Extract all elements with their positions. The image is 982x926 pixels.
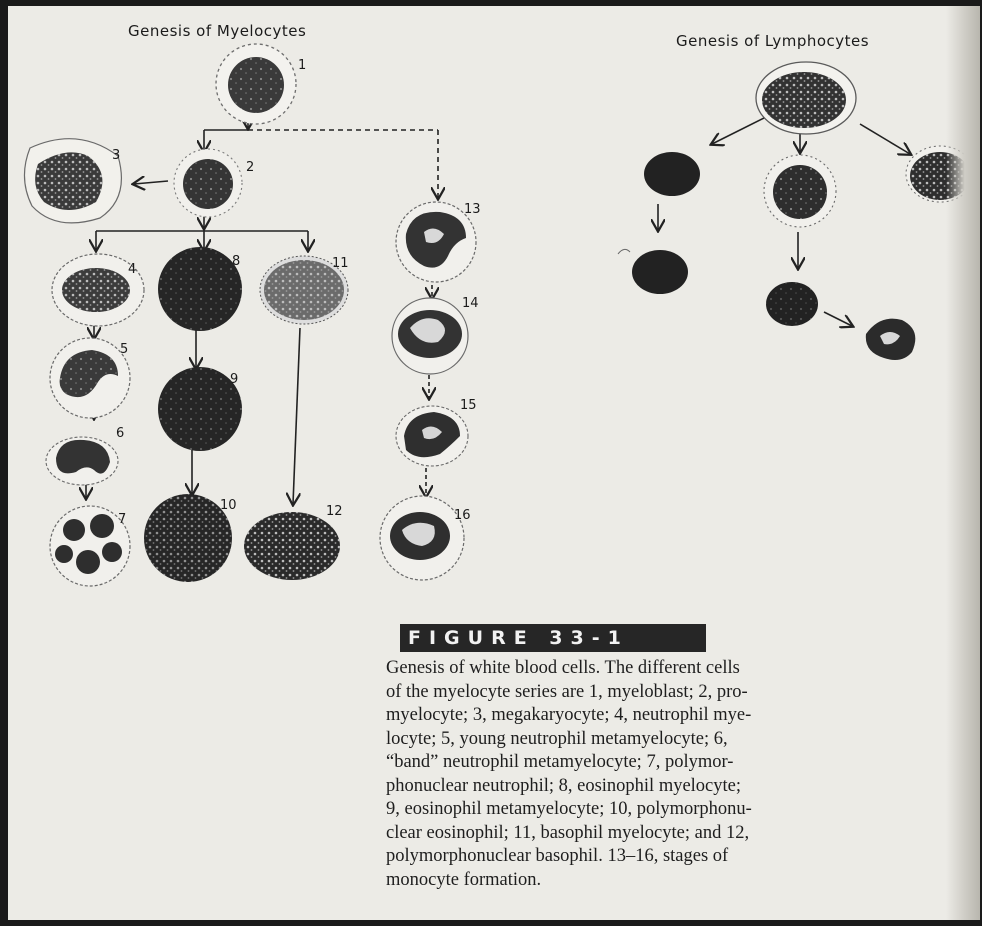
cell-number-6: 6 (116, 426, 125, 441)
figure-caption: Genesis of white blood cells. The differ… (386, 657, 966, 892)
lymphocyte-small-cell-left (644, 152, 700, 196)
page-shadow-edge (946, 6, 980, 920)
cell-2-promyelocyte (173, 148, 243, 218)
cell-diagram (23, 43, 975, 587)
cell-number-12: 12 (326, 504, 343, 519)
lymphocyte-final-cell (865, 318, 916, 360)
cell-number-16: 16 (454, 508, 471, 523)
caption-line: 9, eosinophil metamyelocyte; 10, polymor… (386, 799, 752, 819)
lymphocyte-center-cell (763, 154, 837, 228)
caption-line: Genesis of white blood cells. The differ… (386, 658, 740, 678)
figure-page: Genesis of Myelocytes Genesis of Lymphoc… (8, 6, 980, 920)
cell-6-band-neutrophil (45, 436, 119, 486)
caption-line: clear eosinophil; 11, basophil myelocyte… (386, 822, 750, 843)
cell-number-2: 2 (246, 160, 255, 175)
caption-line: locyte; 5, young neutrophil metamyelocyt… (386, 728, 728, 749)
cell-8-eosinophil-myelocyte (158, 247, 242, 331)
lymphocyte-lower-left-cell (617, 248, 688, 294)
caption-line: “band” neutrophil metamyelocyte; 7, poly… (386, 752, 734, 772)
caption-line: phonuclear neutrophil; 8, eosinophil mye… (386, 775, 742, 796)
cell-3-megakaryocyte (23, 138, 122, 224)
lymphocyte-parent-cell (755, 61, 857, 135)
cell-number-9: 9 (230, 372, 239, 387)
cell-number-3: 3 (112, 148, 121, 163)
lymphocyte-connectors (658, 117, 910, 326)
caption-line: polymorphonuclear basophil. 13–16, stage… (386, 846, 729, 866)
cell-number-8: 8 (232, 254, 241, 269)
figure-label: FIGURE 33-1 (400, 624, 706, 652)
cell-1-myeloblast (215, 43, 297, 125)
cell-7-polymorphonuclear-neutrophil (49, 505, 131, 587)
cell-number-14: 14 (462, 296, 479, 311)
cell-number-10: 10 (220, 498, 237, 513)
cell-number-7: 7 (118, 512, 127, 527)
cell-10-polymorphonuclear-eosinophil (144, 494, 232, 582)
myelocyte-connectors (86, 118, 438, 504)
cell-9-eosinophil-metamyelocyte (158, 367, 242, 451)
cell-12-polymorphonuclear-basophil (244, 512, 340, 580)
caption-line: of the myelocyte series are 1, myeloblas… (386, 681, 748, 702)
cell-number-15: 15 (460, 398, 477, 413)
cell-11-basophil-myelocyte (259, 255, 349, 325)
cell-14-monocyte-stage (391, 297, 469, 375)
cell-5-young-neutrophil-metamyelocyte (49, 337, 131, 419)
cell-number-13: 13 (464, 202, 481, 217)
caption-line: monocyte formation. (386, 869, 542, 890)
cell-number-5: 5 (120, 342, 129, 357)
cell-4-neutrophil-myelocyte (51, 253, 145, 327)
cell-number-1: 1 (298, 58, 307, 73)
cell-15-monocyte-stage (395, 405, 469, 467)
cell-13-monocyte-stage (395, 201, 477, 283)
myelocytes-heading: Genesis of Myelocytes (128, 22, 307, 40)
lymphocyte-lower-center-cell (766, 282, 818, 326)
cell-16-monocyte-stage (379, 495, 465, 581)
cell-number-4: 4 (128, 262, 137, 277)
caption-line: myelocyte; 3, megakaryocyte; 4, neutroph… (386, 705, 752, 725)
cell-number-11: 11 (332, 256, 349, 271)
lymphocytes-heading: Genesis of Lymphocytes (676, 32, 870, 50)
